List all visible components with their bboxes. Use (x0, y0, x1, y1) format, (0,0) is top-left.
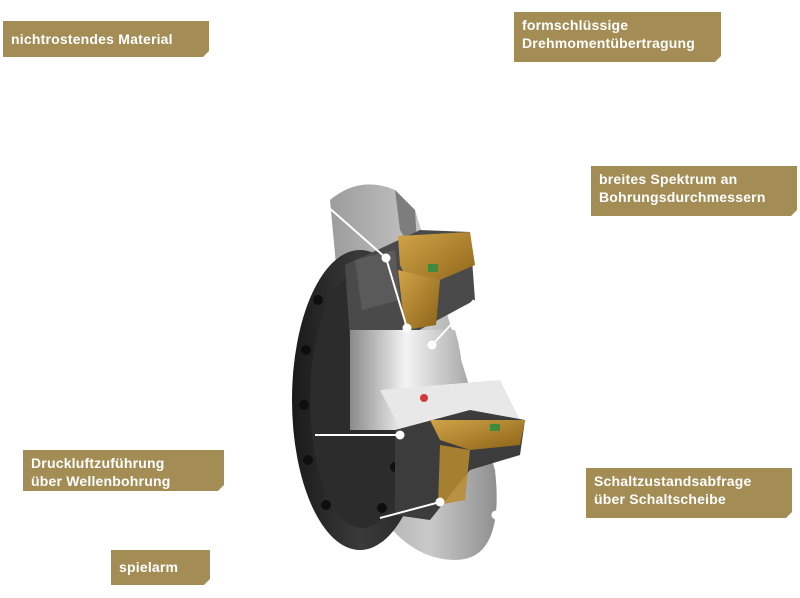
seal (428, 264, 438, 272)
label-torque-transmission: formschlüssige Drehmomentübertragung (514, 12, 721, 62)
label-compressed-air-supply: Druckluftzuführung über Wellenbohrung (23, 450, 224, 491)
label-line: über Schaltscheibe (594, 491, 726, 507)
seal (490, 424, 500, 431)
bolt-hole (301, 345, 311, 355)
label-line: Schaltzustandsabfrage (594, 473, 752, 489)
label-switch-state-query: Schaltzustandsabfrage über Schaltscheibe (586, 468, 792, 518)
label-line: spielarm (119, 559, 179, 575)
label-line: breites Spektrum an (599, 171, 738, 187)
label-line: Bohrungsdurchmessern (599, 189, 766, 205)
label-low-backlash: spielarm (111, 550, 210, 585)
seal (420, 394, 428, 402)
bolt-hole (303, 455, 313, 465)
label-line: Druckluftzuführung (31, 455, 165, 471)
leader-lines (315, 205, 521, 519)
leader-dots (381, 253, 501, 520)
label-line: über Wellenbohrung (31, 473, 171, 489)
bolt-hole (299, 400, 309, 410)
bolt-hole (321, 500, 331, 510)
bolt-hole (377, 503, 387, 513)
label-bore-range: breites Spektrum an Bohrungsdurchmessern (591, 166, 797, 216)
lower-cutaway (395, 410, 525, 520)
bolt-hole (313, 295, 323, 305)
label-line: nichtrostendes Material (11, 31, 173, 47)
label-line: formschlüssige (522, 17, 629, 33)
label-stainless-material: nichtrostendes Material (3, 21, 209, 57)
label-line: Drehmomentübertragung (522, 35, 695, 51)
